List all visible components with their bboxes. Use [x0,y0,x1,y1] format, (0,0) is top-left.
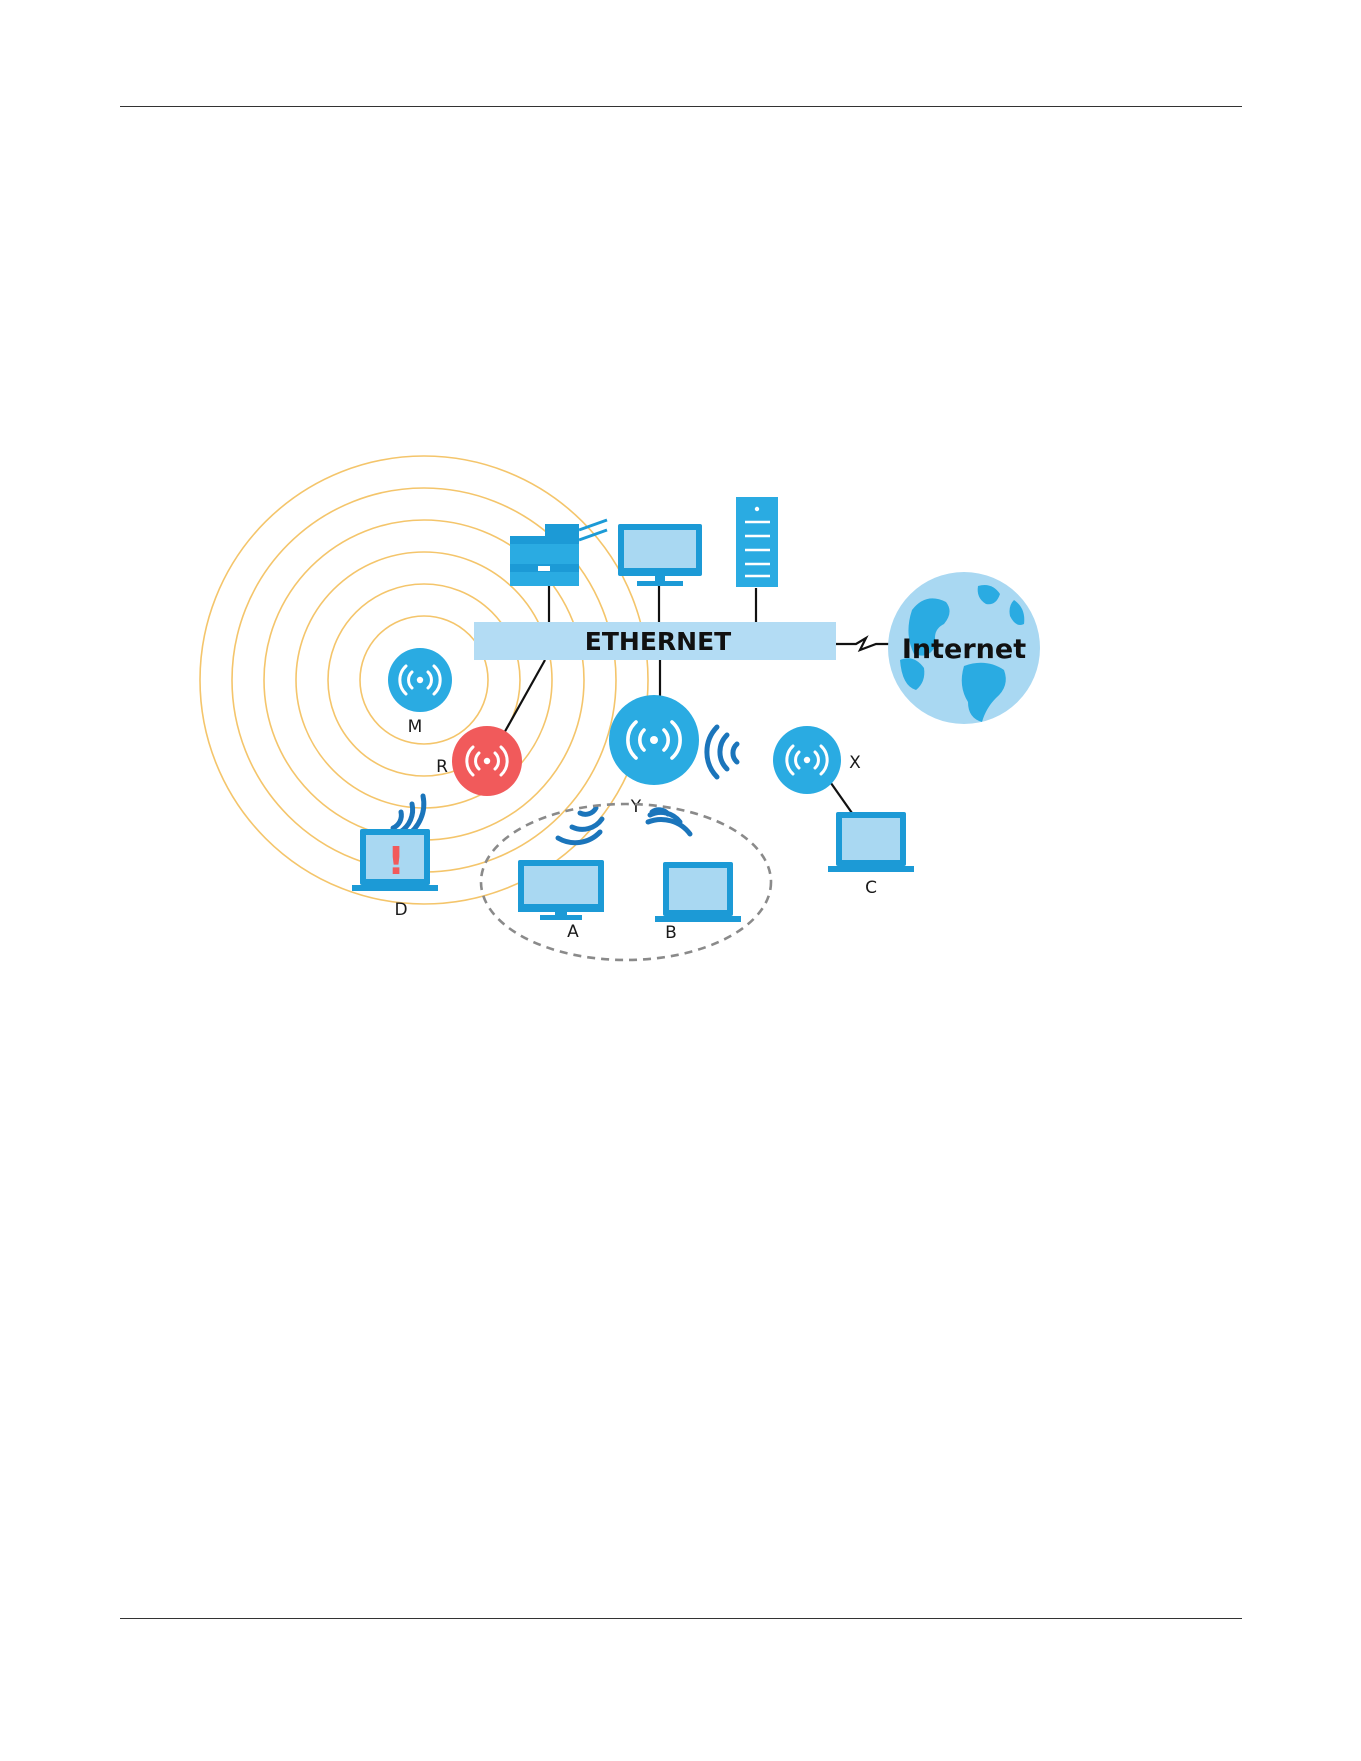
rogue-access-point-r-icon [452,726,522,796]
node-label-d: D [394,900,407,920]
ethernet-backbone: ETHERNET [474,622,836,660]
monitor-icon [618,524,702,586]
footer-rule [120,1618,1242,1619]
node-label-y: Y [630,797,642,817]
warning-icon: ! [387,839,404,883]
internet-label: Internet [902,634,1026,665]
globe-icon: Internet [888,572,1040,724]
server-icon [736,497,778,587]
printer-icon [510,520,607,586]
access-point-m-icon [388,648,452,712]
client-a-monitor-icon [518,860,604,920]
node-label-a: A [567,922,579,942]
node-label-r: R [436,757,448,777]
node-label-c: C [865,878,877,898]
ethernet-label: ETHERNET [585,627,731,656]
client-c-laptop-icon [828,812,914,872]
access-point-x-icon [773,726,841,794]
client-d-laptop-icon: ! [352,829,438,891]
node-label-b: B [665,923,677,943]
node-label-m: M [408,717,423,737]
node-label-x: X [849,753,861,773]
client-b-laptop-icon [655,862,741,922]
access-point-y-icon [609,695,699,785]
